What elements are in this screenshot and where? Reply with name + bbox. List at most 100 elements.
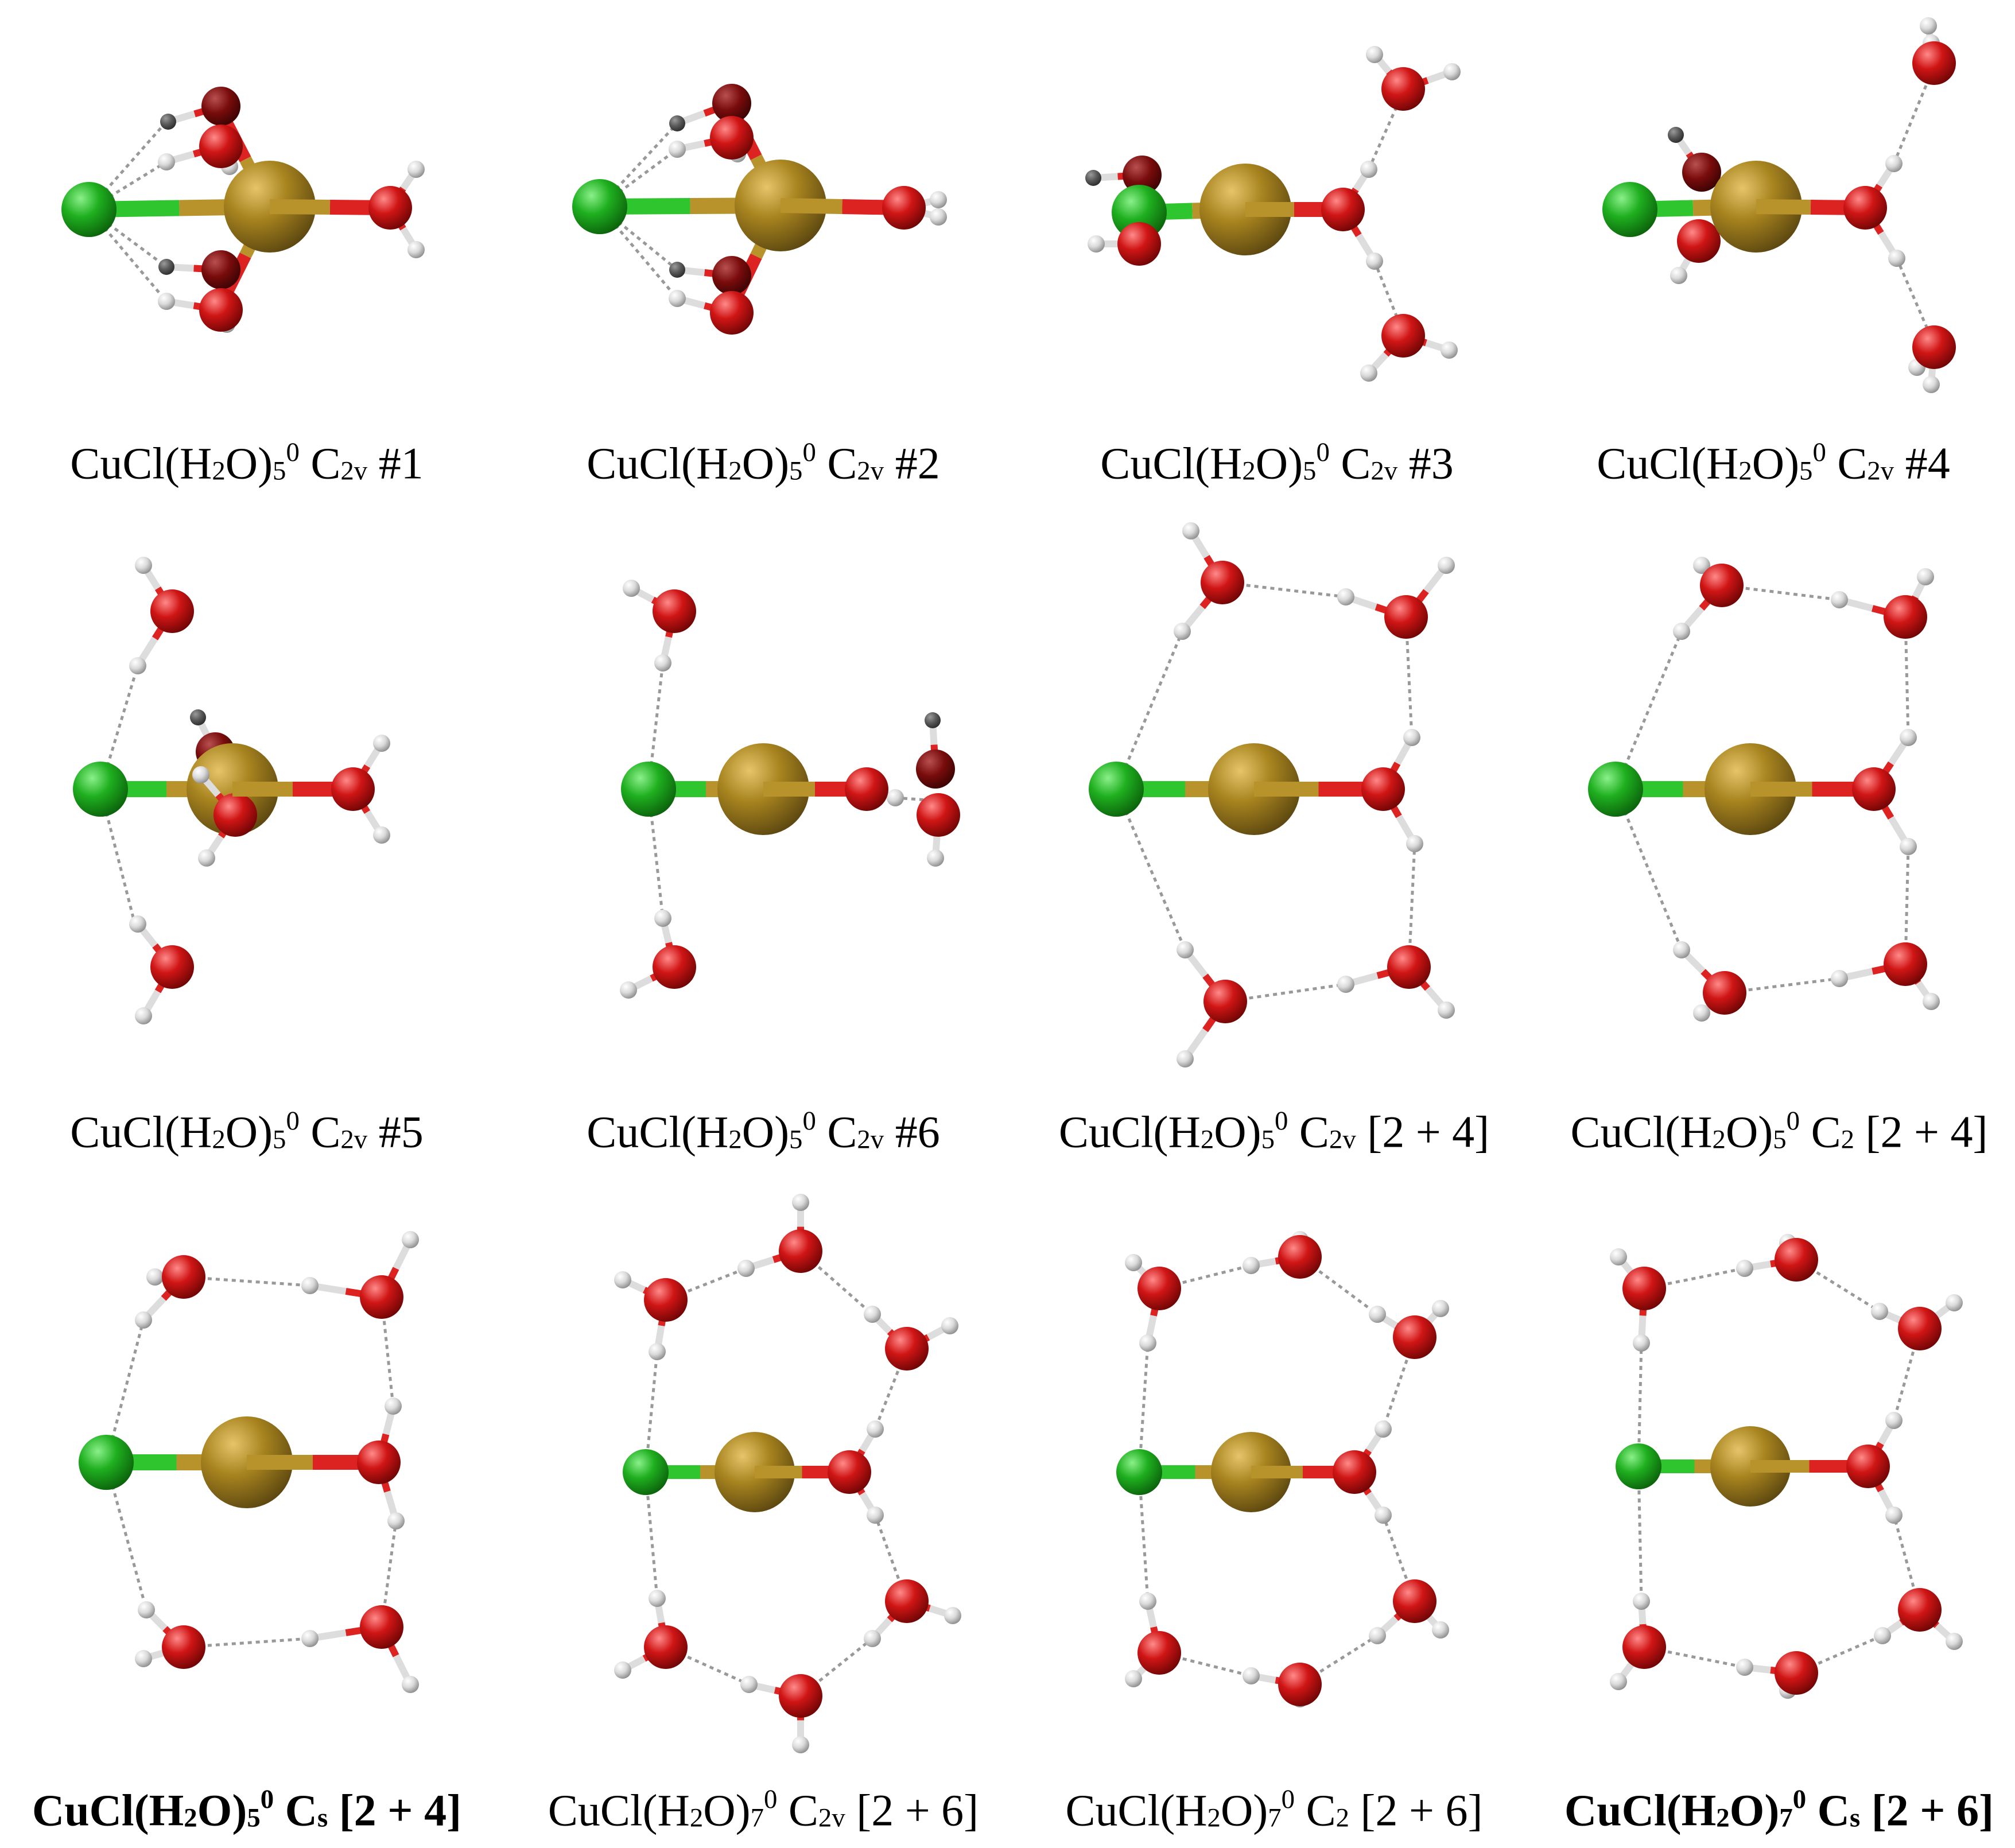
hydrogen-atom (373, 735, 390, 752)
hydrogen-atom (930, 208, 947, 226)
structure-3 (1085, 46, 1461, 382)
oxygen-atom (653, 945, 696, 989)
oxygen-atom (1278, 1663, 1322, 1706)
hydrogen-atom (792, 1736, 809, 1753)
hydrogen-atom (158, 259, 174, 275)
hydrogen-atom (927, 849, 944, 867)
oxygen-atom (360, 1605, 403, 1649)
oxygen-atom (201, 87, 240, 126)
hydrogen-bond (1614, 789, 1683, 950)
caption-7: CuCl(H2O)50 C2v [2 + 4] (1058, 1106, 1490, 1157)
hydrogen-atom (649, 1590, 666, 1607)
caption-9: CuCl(H2O)50 Cs [2 + 4] (32, 1784, 462, 1835)
oxygen-atom (1384, 595, 1428, 639)
structure-5 (73, 557, 390, 1024)
oxygen-atom (1381, 67, 1425, 111)
oxygen-atom (644, 1278, 688, 1322)
oxygen-atom (1703, 971, 1746, 1015)
hydrogen-atom (1085, 170, 1101, 186)
chlorine-atom (1602, 182, 1657, 237)
hydrogen-atom (402, 1676, 419, 1693)
oxygen-atom (710, 291, 754, 335)
hydrogen-atom (623, 580, 640, 597)
hydrogen-atom (1633, 1334, 1650, 1352)
hydrogen-atom (669, 141, 686, 158)
hydrogen-atom (160, 114, 176, 130)
hydrogen-bond (1299, 1634, 1379, 1686)
hydrogen-atom (1693, 1004, 1710, 1022)
oxygen-atom (1677, 219, 1721, 263)
oxygen-atom (710, 116, 754, 160)
structure-12 (1610, 1234, 1963, 1699)
oxygen-atom (1203, 980, 1247, 1023)
oxygen-atom (845, 767, 888, 811)
oxygen-atom (885, 1327, 929, 1371)
bond (780, 198, 843, 214)
hydrogen-atom (654, 910, 671, 927)
hydrogen-atom (1366, 46, 1383, 63)
hydrogen-atom (1174, 623, 1191, 640)
hydrogen-atom (1375, 1507, 1392, 1524)
oxygen-atom (213, 793, 257, 837)
chlorine-atom (79, 1435, 134, 1490)
oxygen-atom (1843, 186, 1887, 230)
hydrogen-atom (792, 1194, 809, 1211)
hydrogen-atom (925, 712, 941, 728)
caption-4: CuCl(H2O)50 C2v #4 (1597, 437, 1950, 488)
hydrogen-atom (146, 1268, 164, 1286)
hydrogen-atom (1923, 993, 1940, 1010)
structure-2 (572, 84, 947, 335)
caption-10: CuCl(H2O)70 C2v [2 + 6] (548, 1784, 979, 1835)
hydrogen-atom (1923, 376, 1940, 393)
hydrogen-bond (647, 789, 665, 919)
oxygen-atom (199, 125, 243, 168)
oxygen-atom (162, 1625, 205, 1669)
oxygen-atom (1387, 945, 1431, 989)
hydrogen-bond (99, 789, 137, 925)
hydrogen-atom (649, 1343, 666, 1360)
structure-6 (620, 580, 960, 999)
chlorine-atom (61, 182, 117, 237)
caption-11: CuCl(H2O)70 C2 [2 + 6] (1065, 1784, 1483, 1835)
hydrogen-atom (301, 1277, 319, 1294)
hydrogen-atom (407, 161, 425, 178)
structure-7 (1089, 522, 1455, 1067)
hydrogen-atom (1375, 1420, 1392, 1438)
hydrogen-atom (1885, 1412, 1903, 1429)
oxygen-atom (1622, 1267, 1666, 1310)
oxygen-atom (1884, 942, 1927, 986)
oxygen-atom (1361, 767, 1405, 811)
caption-5: CuCl(H2O)50 C2v #5 (70, 1106, 424, 1157)
oxygen-atom (779, 1229, 822, 1273)
oxygen-atom (1622, 1625, 1666, 1669)
hydrogen-atom (198, 849, 215, 867)
hydrogen-atom (138, 1601, 155, 1618)
oxygen-atom (917, 793, 960, 837)
hydrogen-atom (135, 557, 152, 574)
hydrogen-atom (864, 1630, 881, 1647)
hydrogen-bond (665, 1645, 750, 1686)
hydrogen-atom (654, 654, 671, 671)
hydrogen-atom (1369, 1306, 1386, 1323)
hydrogen-atom (1438, 557, 1455, 574)
hydrogen-atom (1125, 1670, 1142, 1687)
hydrogen-atom (614, 1661, 631, 1679)
molecule-panels (61, 17, 1963, 1753)
oxygen-atom (1321, 188, 1365, 231)
oxygen-atom (368, 186, 412, 230)
hydrogen-atom (158, 153, 175, 170)
oxygen-atom (1898, 1588, 1942, 1632)
hydrogen-bond (183, 1637, 310, 1649)
oxygen-atom (779, 1674, 822, 1718)
hydrogen-bond (1115, 789, 1187, 950)
hydrogen-atom (1946, 1633, 1963, 1650)
hydrogen-atom (1366, 253, 1383, 270)
hydrogen-atom (1917, 568, 1934, 585)
oxygen-atom (150, 589, 194, 633)
structure-11 (1116, 1231, 1449, 1707)
hydrogen-atom (1633, 1593, 1650, 1610)
hydrogen-atom (1885, 1507, 1903, 1524)
hydrogen-bond (99, 665, 139, 790)
hydrogen-atom (1432, 1621, 1449, 1639)
